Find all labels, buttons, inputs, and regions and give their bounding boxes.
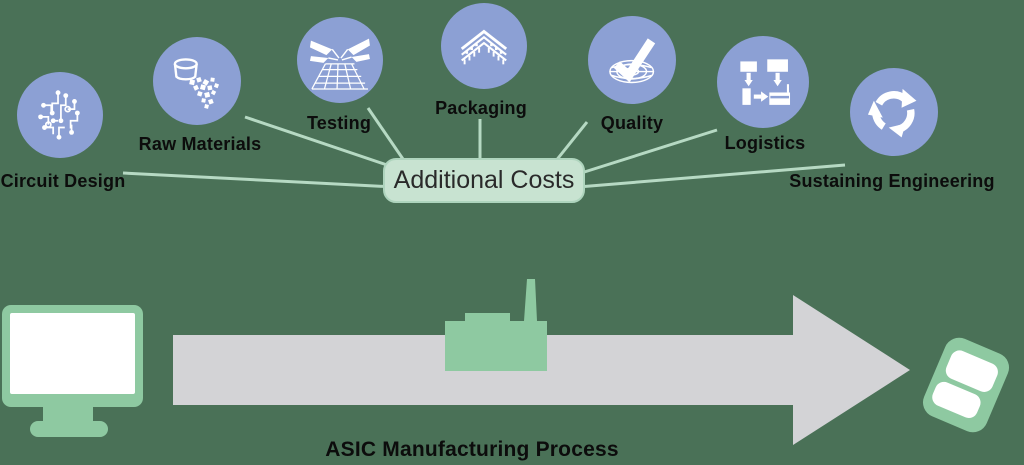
quality-glyph	[609, 38, 656, 84]
connector-quality	[553, 121, 589, 163]
packaging-icon	[441, 3, 527, 89]
monitor-screen	[10, 313, 135, 394]
packaging-glyph	[460, 29, 508, 65]
connector-circuit-design	[122, 171, 396, 189]
connector-logistics	[577, 128, 718, 176]
monitor-icon	[2, 305, 143, 407]
raw-materials-glyph	[174, 58, 220, 110]
sustaining-engineering-icon	[850, 68, 938, 156]
testing-glyph	[310, 38, 370, 90]
circuit-design-icon	[17, 72, 103, 158]
logistics-icon	[717, 36, 809, 128]
factory-icon	[445, 279, 547, 371]
node-label-circuit-design: Circuit Design	[0, 171, 126, 191]
monitor-stand	[43, 406, 93, 423]
connector-sustaining-engineering	[577, 163, 846, 189]
additional-costs-box: Additional Costs	[383, 158, 585, 203]
monitor-base	[30, 421, 108, 437]
testing-icon	[297, 17, 383, 103]
node-label-packaging: Packaging	[435, 98, 527, 118]
connector-lines	[122, 107, 846, 189]
sustaining-engineering-glyph	[868, 89, 917, 138]
quality-icon	[588, 16, 676, 104]
node-label-sustaining-engineering: Sustaining Engineering	[789, 171, 995, 191]
node-label-testing: Testing	[306, 113, 372, 133]
node-label-raw-materials: Raw Materials	[138, 134, 262, 154]
raw-materials-icon	[153, 37, 241, 125]
node-label-quality: Quality	[600, 113, 664, 133]
connector-testing	[366, 107, 407, 163]
logistics-glyph	[740, 59, 790, 105]
connector-raw-materials	[244, 115, 391, 168]
process-title: ASIC Manufacturing Process	[325, 438, 619, 461]
circuit-design-glyph	[38, 90, 80, 140]
node-label-logistics: Logistics	[724, 133, 806, 153]
